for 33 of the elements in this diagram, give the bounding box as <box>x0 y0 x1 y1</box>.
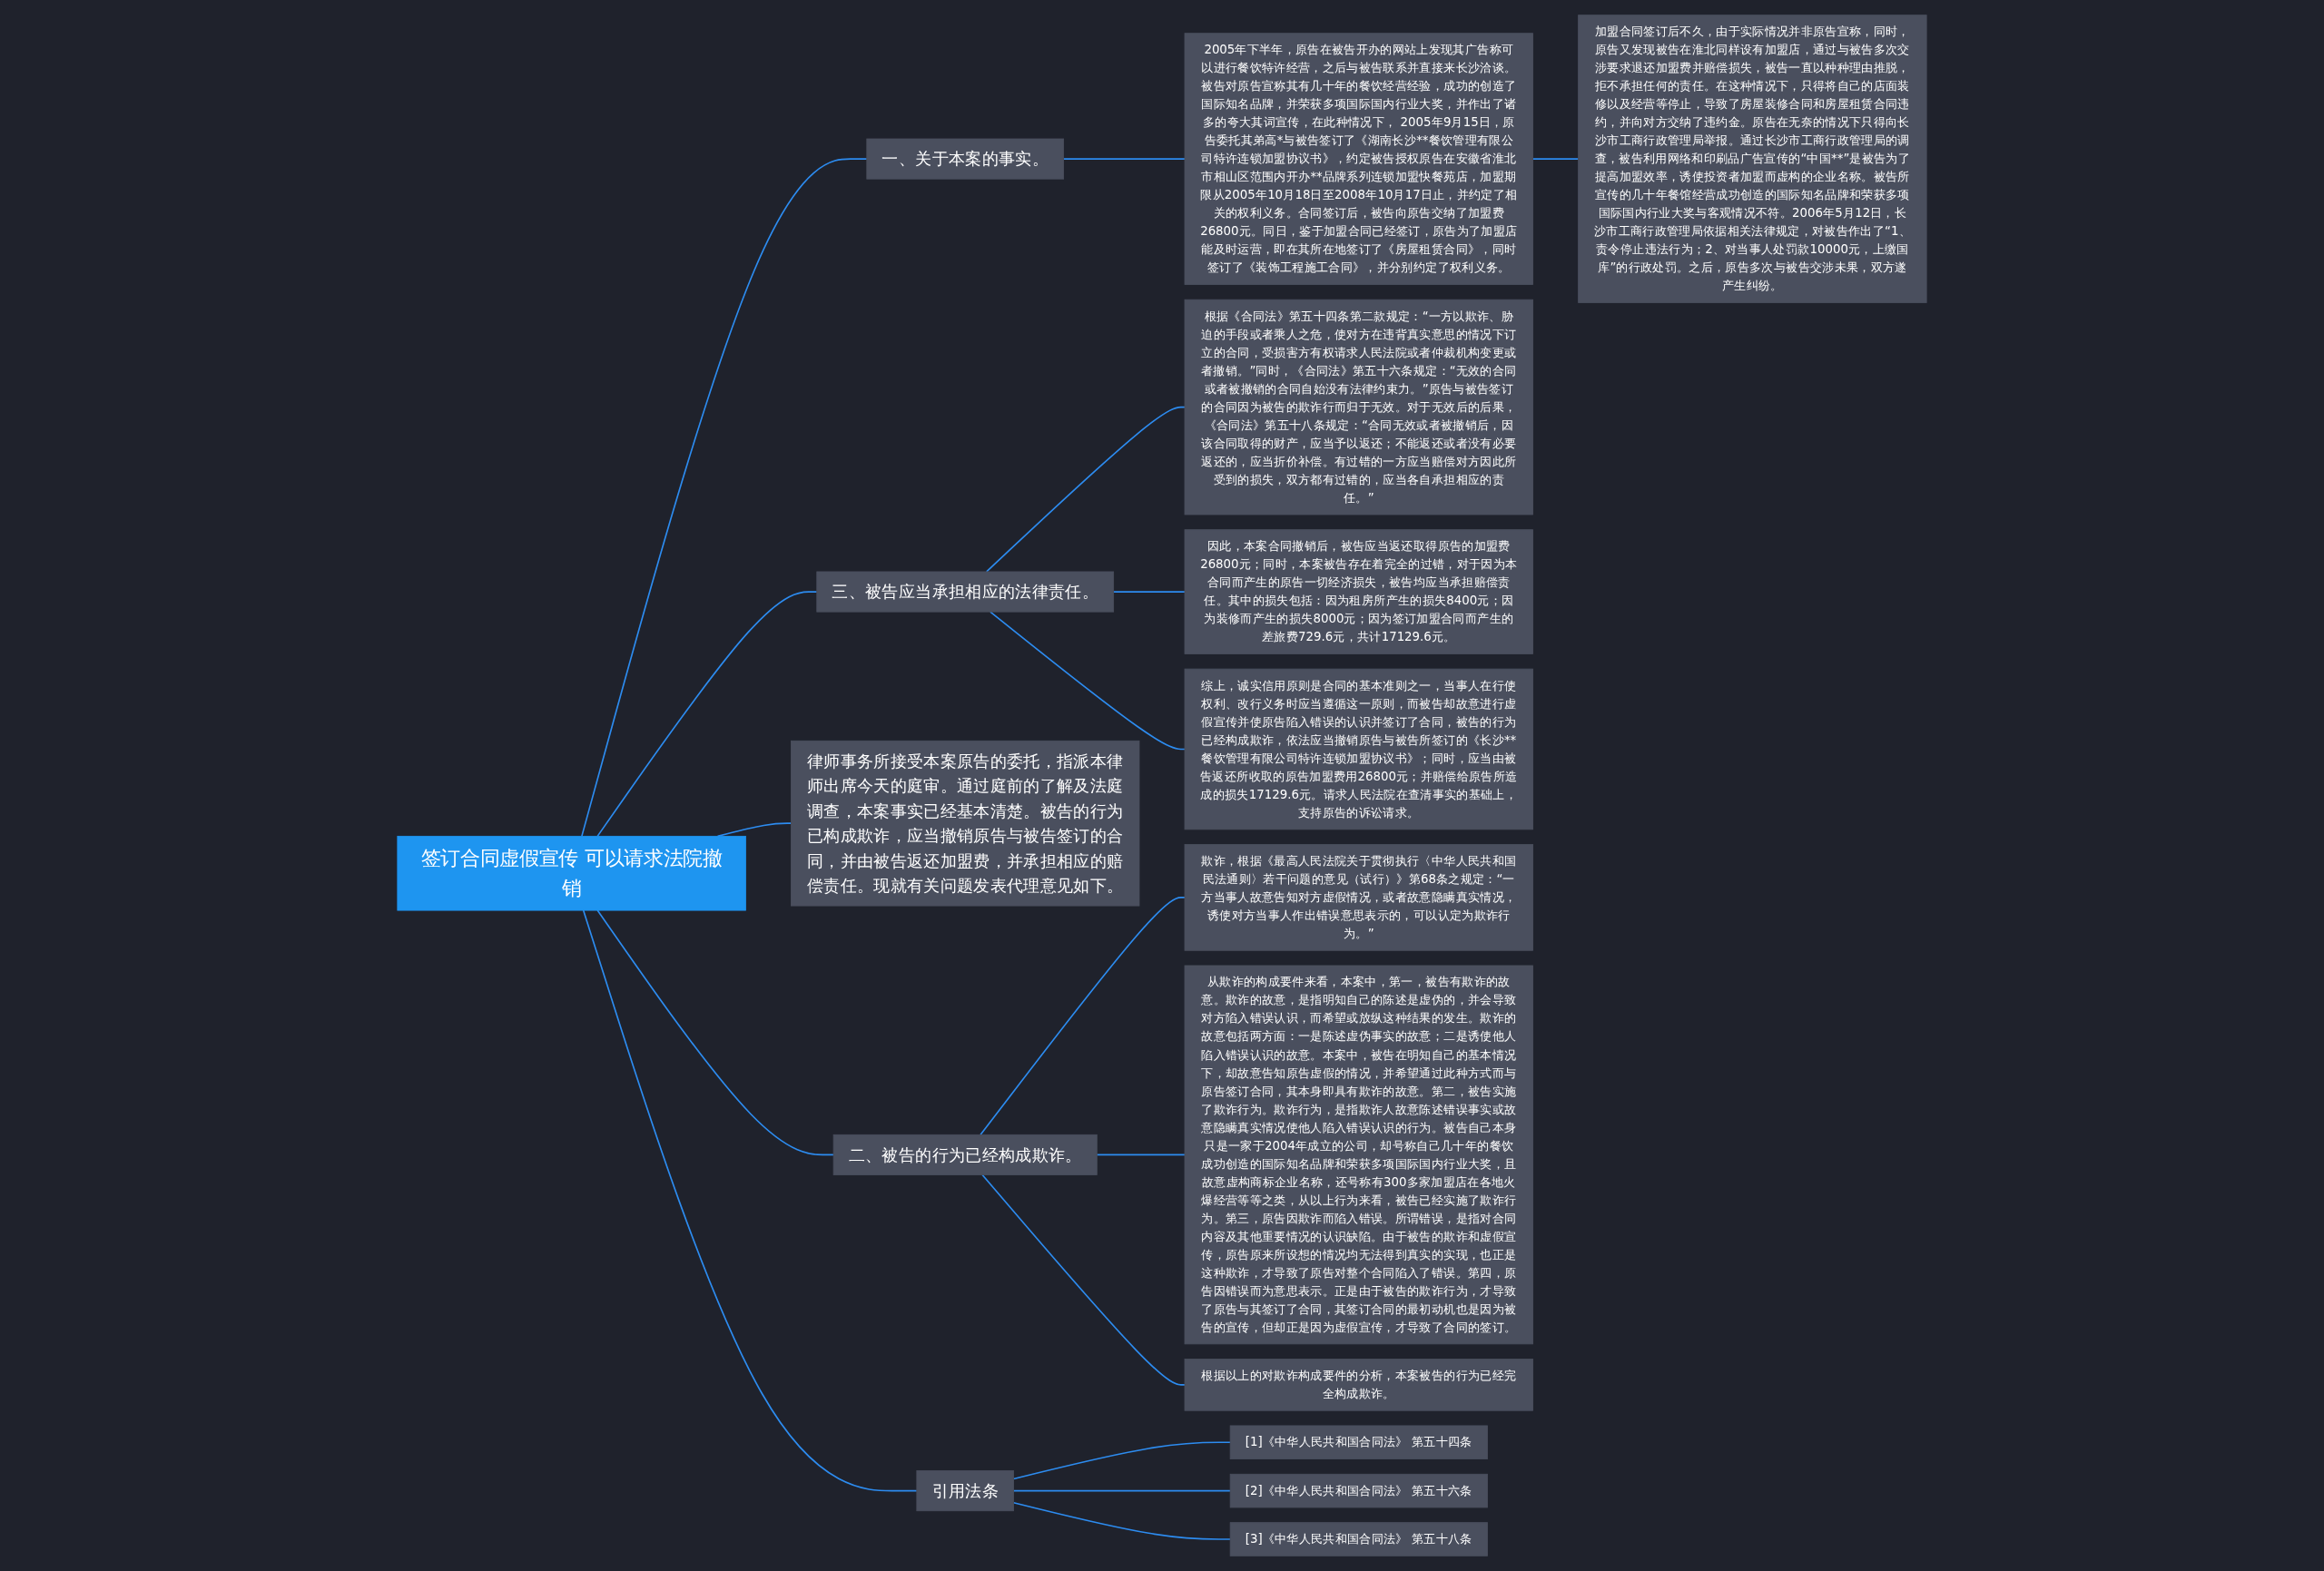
connector <box>596 591 818 838</box>
connector <box>1112 591 1186 593</box>
connector <box>1012 1501 1231 1540</box>
connector <box>1012 1441 1231 1480</box>
connector <box>1062 158 1186 160</box>
connector <box>596 909 834 1156</box>
connector <box>1012 1489 1231 1492</box>
node-box: 欺诈，根据《最高人民法院关于贯彻执行〈中华人民共和国民法通则〉若干问题的意见（试行）》第68条之规定：“一方当事人故意告知对方虚假情况，或者故意隐瞒真实情况，诱使对方当事人作出错误意思表示的，可以认定为欺诈行为。” <box>1184 844 1533 951</box>
node-box: 签订合同虚假宣传 可以请求法院撤销 <box>397 835 746 911</box>
node-box: 因此，本案合同撤销后，被告应当返还取得原告的加盟费26800元；同时，本案被告存在着完全的过错，对于因为本合同而产生的原告一切经济损失，被告均应当承担赔偿责任。其中的损失包括：因为租房所产生的损失8400元；因为装修而产生的损失8000元；因为签订加盟合同而产生的差旅费729.6元，共计17129.6元。 <box>1184 529 1533 654</box>
node-box: 二、被告的行为已经构成欺诈。 <box>832 1134 1098 1175</box>
node-box: 引用法条 <box>916 1470 1014 1512</box>
connector <box>581 158 868 838</box>
connector <box>1096 1154 1186 1156</box>
node-box: 三、被告应当承担相应的法律责任。 <box>816 571 1115 613</box>
node-box: 2005年下半年，原告在被告开办的网站上发现其广告称可以进行餐饮特许经营，之后与被告联系并直接来长沙洽谈。被告对原告宣称其有几十年的餐饮经营经验，成功的创造了国际知名品牌，并荣获多项国际国内行业大奖，并作出了诸多的夸大其词宣传，在此种情况下， 2005年9月15日，原告委托其弟高*与被告签订了《湖南长沙**餐饮管理有限公司特许连锁加盟协议书》，约定被告授权原告在安徽省淮北市相山区范围内开办**品牌系列连锁加盟快餐苑店，加盟期限从2005年10月18日至2008年10月17日止，并约定了相关的权利义务。合同签订后，被告向原告交纳了加盟费26800元。同日，鉴于加盟合同已经签订，原告为了加盟店能及时运营，即在其所在地签订了《房屋租赁合同》，同时签订了《装饰工程施工合同》，并分别约定了权利义务。 <box>1184 33 1533 285</box>
node-box: 根据以上的对欺诈构成要件的分析，本案被告的行为已经完全构成欺诈。 <box>1184 1359 1533 1411</box>
node-box: 从欺诈的构成要件来看，本案中，第一，被告有欺诈的故意。欺诈的故意，是指明知自己的陈述是虚伪的，并会导致对方陷入错误认识，而希望或放纵这种结果的发生。欺诈的故意包括两方面：一是陈述虚伪事实的故意；二是诱使他人陷入错误认识的故意。本案中，被告在明知自己的基本情况下，却故意告知原告虚假的情况，并希望通过此种方式而与原告签订合同，其本身即具有欺诈的故意。第二，被告实施了欺诈行为。欺诈行为，是指欺诈人故意陈述错误事实或故意隐瞒真实情况使他人陷入错误认识的行为。被告自己本身只是一家于2004年成立的公司，却号称自己几十年的餐饮成功创造的国际知名品牌和荣获多项国际国内行业大奖，且故意虚构商标企业名称，还号称有300多家加盟店在各地火爆经营等等之类，从以上行为来看，被告已经实施了欺诈行为。第三，原告因欺诈而陷入错误。所谓错误，是指对合同内容及其他重要情况的认识缺陷。由于被告的欺诈和虚假宣传，原告原来所设想的情况均无法得到真实的实现，也正是这种欺诈，才导致了原告对整个合同陷入了错误。第四，原告因错误而为意思表示。正是由于被告的欺诈行为，才导致了原告与其签订了合同，其签订合同的最初动机也是因为被告的宣传，但却正是因为虚假宣传，才导致了合同的签订。 <box>1184 965 1533 1345</box>
connector <box>985 406 1186 573</box>
connector <box>990 611 1186 751</box>
node-box: 加盟合同签订后不久，由于实际情况并非原告宣称，同时，原告又发现被告在淮北同样设有加盟店，通过与被告多次交涉要求退还加盟费并赔偿损失，被告一直以种种理由推脱，拒不承担任何的责任。在这种情况下，只得将自己的店面装修以及经营等停止，导致了房屋装修合同和房屋租赁合同违约，并向对方交纳了违约金。原告在无奈的情况下只得向长沙市工商行政管理局举报。通过长沙市工商行政管理局的调查，被告利用网络和印刷品广告宣传的“中国**”是被告为了提高加盟效率，诱使投资者加盟而虚构的企业名称。被告所宣传的几十年餐馆经营成功创造的国际知名品牌和荣获多项国际国内行业大奖与客观情况不符。2006年5月12日，长沙市工商行政管理局依据相关法律规定，对被告作出了“1、责令停止违法行为；2、对当事人处罚款10000元，上缴国库”的行政处罚。之后，原告多次与被告交涉未果，双方遂产生纠纷。 <box>1578 15 1927 303</box>
node-box: [3]《中华人民共和国合同法》 第五十八条 <box>1229 1522 1488 1556</box>
node-box: [2]《中华人民共和国合同法》 第五十六条 <box>1229 1473 1488 1508</box>
node-box: 一、关于本案的事实。 <box>866 138 1064 180</box>
node-box: [1]《中华人民共和国合同法》 第五十四条 <box>1229 1425 1488 1459</box>
node-box: 律师事务所接受本案原告的委托，指派本律师出席今天的庭审。通过庭前的了解及法庭调查，本案事实已经基本清楚。被告的行为已构成欺诈，应当撤销原告与被告签订的合同，并由被告返还加盟费，并承担相应的赔偿责任。现就有关问题发表代理意见如下。 <box>791 740 1140 907</box>
connector <box>716 822 793 838</box>
connector <box>1531 158 1580 160</box>
connector <box>981 1173 1186 1386</box>
connector <box>582 909 918 1492</box>
node-box: 根据《合同法》第五十四条第二款规定：“一方以欺诈、胁迫的手段或者乘人之危，使对方在违背真实意思的情况下订立的合同，受损害方有权请求人民法院或者仲裁机构变更或者撤销。”同时，《合同法》第五十六条规定：“无效的合同或者被撤销的合同自始没有法律约束力。”原告与被告签订的合同因为被告的欺诈行而归于无效。对于无效后的后果，《合同法》第五十八条规定：“合同无效或者被撤销后，因该合同取得的财产，应当予以返还；不能返还或者没有必要返还的，应当折价补偿。有过错的一方应当赔偿对方因此所受到的损失，双方都有过错的，应当各自承担相应的责任。” <box>1184 299 1533 515</box>
connector <box>980 897 1186 1136</box>
node-box: 综上，诚实信用原则是合同的基本准则之一，当事人在行使权利、改行义务时应当遵循这一原则，而被告却故意进行虚假宣传并使原告陷入错误的认识并签订了合同，被告的行为已经构成欺诈，依法应当撤销原告与被告所签订的《长沙**餐饮管理有限公司特许连锁加盟协议书》；同时，应当由被告返还所收取的原告加盟费用26800元；并赔偿给原告所造成的损失17129.6元。请求人民法院在查清事实的基础上，支持原告的诉讼请求。 <box>1184 668 1533 830</box>
